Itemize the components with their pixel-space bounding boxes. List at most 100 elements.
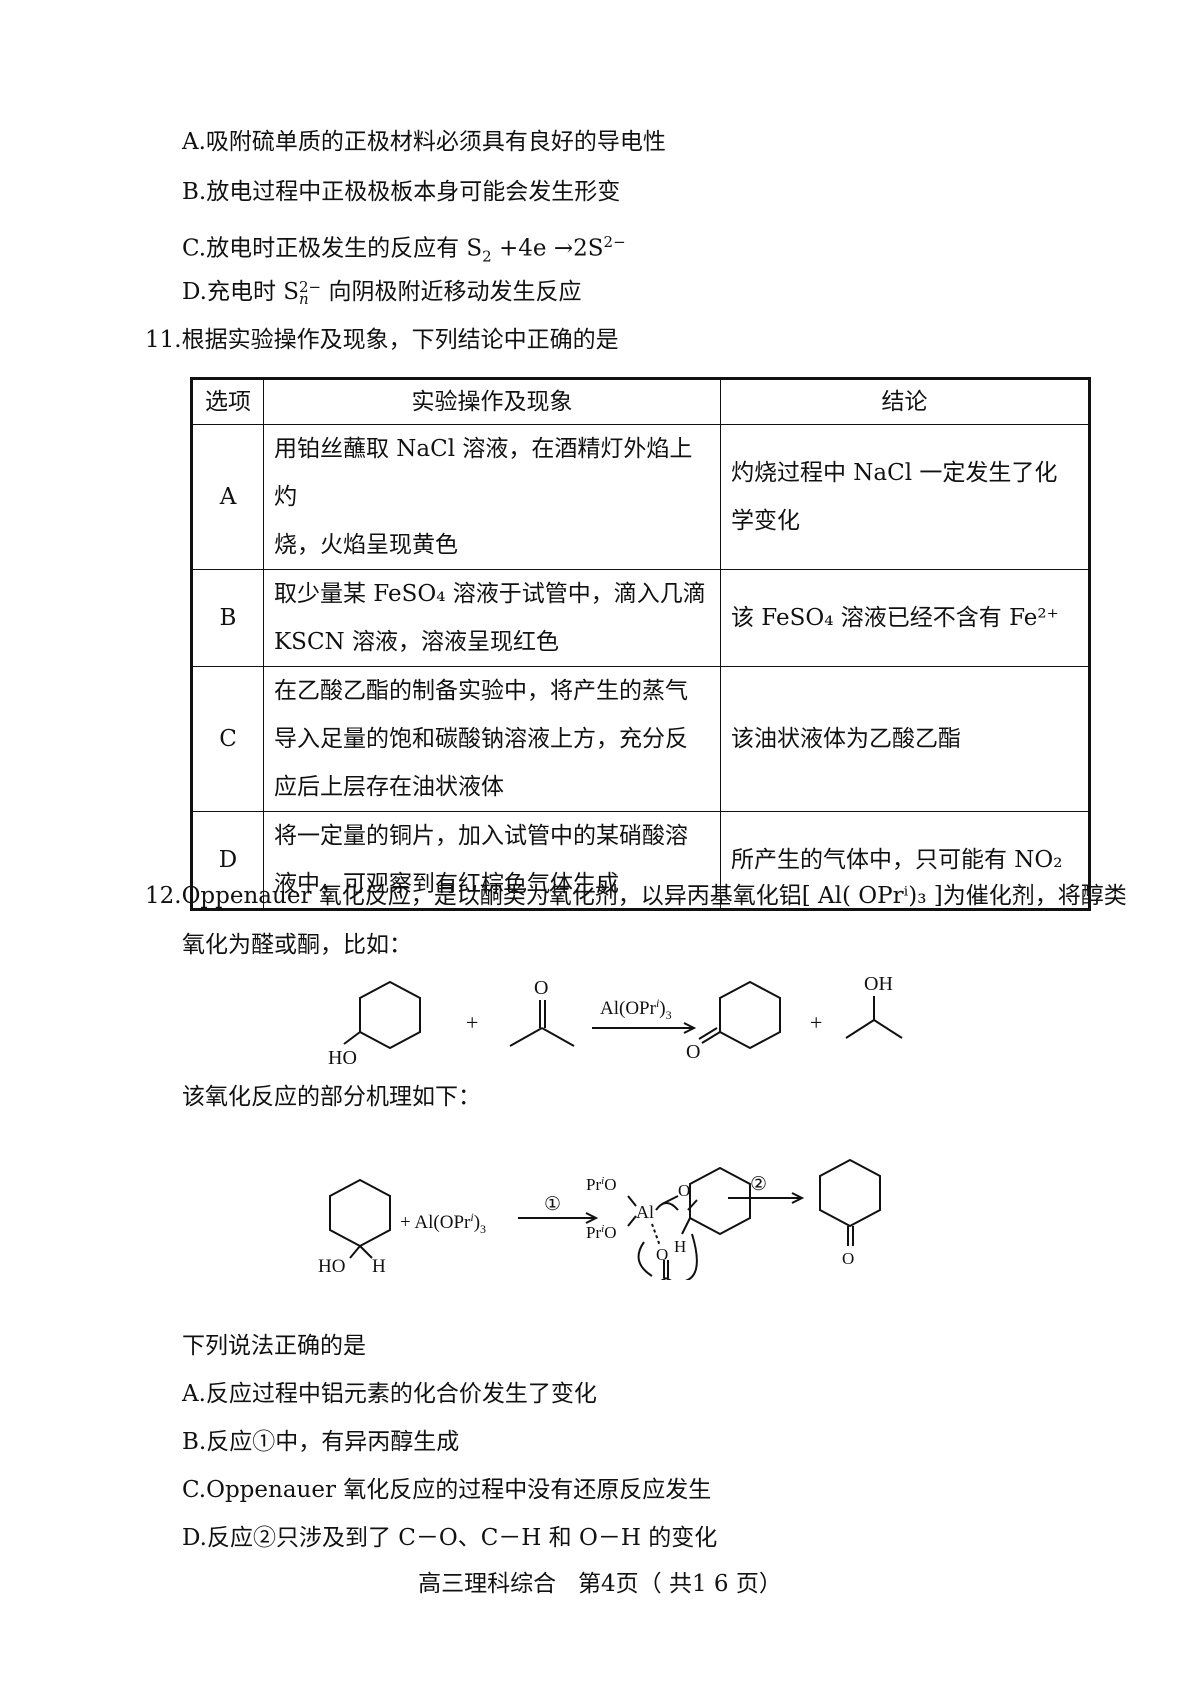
option-label: A.: [182, 129, 206, 155]
ketone-o-label: O: [656, 1245, 668, 1264]
ring-h-bond: [681, 1217, 691, 1235]
row-option: A: [191, 424, 264, 570]
table-row: A 用铂丝蘸取 NaCl 溶液，在酒精灯外焰上灼 烧，火焰呈现黄色 灼烧过程中 …: [191, 424, 1090, 570]
row-phenomenon: 在乙酸乙酯的制备实验中，将产生的蒸气 导入足量的饱和碳酸钠溶液上方，充分反 应后…: [263, 666, 721, 812]
table-row: B 取少量某 FeSO₄ 溶液于试管中，滴入几滴 KSCN 溶液，溶液呈现红色 …: [191, 569, 1090, 667]
pro1-sup: i: [601, 1175, 604, 1187]
row-conclusion: 该油状液体为乙酸乙酯: [720, 666, 1090, 812]
row-option: B: [191, 569, 264, 667]
ring-o-label: O: [678, 1181, 690, 1200]
row-option: D: [191, 811, 264, 910]
option-text: 2S: [573, 235, 604, 262]
header-option: 选项: [191, 378, 264, 425]
option-text: 反应①中，有异丙醇生成: [206, 1429, 460, 1455]
pro2-o: O: [604, 1223, 616, 1242]
row-conclusion: 该 FeSO₄ 溶液已经不含有 Fe²⁺: [720, 569, 1090, 667]
row-conclusion: 所产生的气体中，只可能有 NO₂: [720, 811, 1090, 910]
catalyst-label: Al(OPri)3: [600, 996, 672, 1022]
option-label: A.: [182, 1381, 206, 1407]
row-phenomenon: 用铂丝蘸取 NaCl 溶液，在酒精灯外焰上灼 烧，火焰呈现黄色: [263, 424, 721, 570]
reaction-arrow: →: [553, 235, 574, 262]
iso-ch3-right: [873, 1019, 903, 1039]
coordination-bond: [651, 1223, 661, 1247]
h-bond: [359, 1245, 373, 1259]
header-conclusion: 结论: [720, 378, 1090, 425]
ring-h-label: H: [674, 1237, 686, 1256]
catalyst-sup: i: [656, 996, 659, 1010]
catalyst-text: Al(OPr: [600, 998, 657, 1019]
ring-o-bond: [687, 1199, 698, 1211]
pro1-o: O: [604, 1175, 616, 1194]
pro-al-bond: [627, 1215, 637, 1227]
option-label: C.: [182, 1477, 207, 1503]
option-label: D.: [182, 1525, 207, 1551]
pro1-label: PriO: [586, 1175, 616, 1194]
page-footer: 高三理科综合 第4页（ 共1 6 页）: [418, 1571, 782, 1597]
q10-option-b: B.放电过程中正极极板本身可能会发生形变: [182, 176, 620, 208]
ketone-o-label: O: [534, 977, 548, 999]
question-number: 12.: [145, 883, 182, 909]
option-text: +4e: [491, 235, 554, 262]
mechanism-scheme: HO H + Al(OPri)3 ① PriO PriO Al O H O ② …: [318, 1158, 881, 1280]
al-reagent-text: + Al(OPr: [400, 1212, 471, 1233]
pro-al-bond: [627, 1195, 637, 1207]
q12-option-b: B.反应①中，有异丙醇生成: [182, 1426, 459, 1458]
option-label: D.: [182, 279, 207, 305]
option-text: 充电时 S: [206, 279, 300, 305]
row-conclusion: 灼烧过程中 NaCl 一定发生了化 学变化: [720, 424, 1090, 570]
q10-option-a: A.吸附硫单质的正极材料必须具有良好的导电性: [182, 126, 666, 158]
pro2-sup: i: [601, 1223, 604, 1235]
arrow-head-icon: [585, 1212, 599, 1224]
curved-arrow-icon: [685, 1233, 698, 1280]
row-option: C: [191, 666, 264, 812]
product-o-label: O: [842, 1249, 854, 1268]
question-number: 11.: [145, 327, 182, 353]
curved-arrow-icon: [655, 1202, 679, 1211]
intermediate-ring: [689, 1166, 751, 1236]
plus-sign: +: [810, 1010, 822, 1035]
curved-arrow-icon: [637, 1241, 653, 1277]
option-label: B.: [182, 179, 207, 205]
table-header-row: 选项 实验操作及现象 结论: [191, 378, 1090, 425]
cyclohexanone-ring: [719, 980, 781, 1050]
superscript: 2−: [603, 233, 626, 251]
product-o-label: O: [686, 1041, 700, 1063]
option-text: 放电过程中正极极板本身可能会发生形变: [206, 179, 621, 205]
al-reagent-sup: i: [470, 1210, 473, 1224]
subscript: n: [299, 290, 309, 308]
q12-option-d: D.反应②只涉及到了 C－O、C－H 和 O－H 的变化: [182, 1522, 717, 1554]
option-text: 反应过程中铝元素的化合价发生了变化: [205, 1381, 597, 1407]
oh-label: OH: [864, 973, 893, 995]
q12-question: 下列说法正确的是: [182, 1333, 366, 1359]
q12-stem-line2: 氧化为醛或酮，比如：: [182, 932, 412, 958]
option-text: Oppenauer 氧化反应的过程中没有还原反应发生: [206, 1477, 712, 1503]
pro2-label: PriO: [586, 1223, 616, 1242]
ho-bond: [343, 1031, 361, 1045]
iso-ch3-left: [845, 1019, 875, 1039]
ho-label: HO: [318, 1256, 345, 1277]
q12-option-a: A.反应过程中铝元素的化合价发生了变化: [182, 1378, 597, 1410]
pro1-text: Pr: [586, 1175, 601, 1194]
cyclohexanone-ring: [819, 1158, 881, 1228]
ketone-bond: [701, 1031, 721, 1044]
q12-stem-line1: 12.Oppenauer 氧化反应，是以酮类为氧化剂，以异丙基氧化铝[ Al( …: [145, 880, 1127, 912]
row-phenomenon: 将一定量的铜片，加入试管中的某硝酸溶 液中，可观察到有红棕色气体生成: [263, 811, 721, 910]
option-text: 吸附硫单质的正极材料必须具有良好的导电性: [205, 129, 666, 155]
pro2-text: Pr: [586, 1223, 601, 1242]
plus-sign: +: [466, 1010, 478, 1035]
step2-label: ②: [750, 1174, 767, 1195]
header-phenomenon: 实验操作及现象: [263, 378, 721, 425]
option-text: 反应②只涉及到了 C－O、C－H 和 O－H 的变化: [206, 1525, 718, 1551]
ho-label: HO: [328, 1047, 357, 1069]
table-row: C 在乙酸乙酯的制备实验中，将产生的蒸气 导入足量的饱和碳酸钠溶液上方，充分反 …: [191, 666, 1090, 812]
al-label: Al: [636, 1202, 654, 1222]
reaction-scheme-example: HO + O Al(OPri)3 O + OH: [328, 973, 903, 1069]
option-text: 向阴极附近移动发生反应: [321, 279, 582, 305]
catalyst-sub: 3: [666, 1008, 672, 1022]
option-label: C.: [182, 235, 207, 262]
question-text: Oppenauer 氧化反应，是以酮类为氧化剂，以异丙基氧化铝[ Al( OPr…: [181, 883, 1127, 909]
option-label: B.: [182, 1429, 207, 1455]
experiment-table: 选项 实验操作及现象 结论 A 用铂丝蘸取 NaCl 溶液，在酒精灯外焰上灼 烧…: [190, 377, 1091, 911]
question-text: 根据实验操作及现象，下列结论中正确的是: [181, 327, 619, 353]
q12-option-c: C.Oppenauer 氧化反应的过程中没有还原反应发生: [182, 1474, 711, 1506]
